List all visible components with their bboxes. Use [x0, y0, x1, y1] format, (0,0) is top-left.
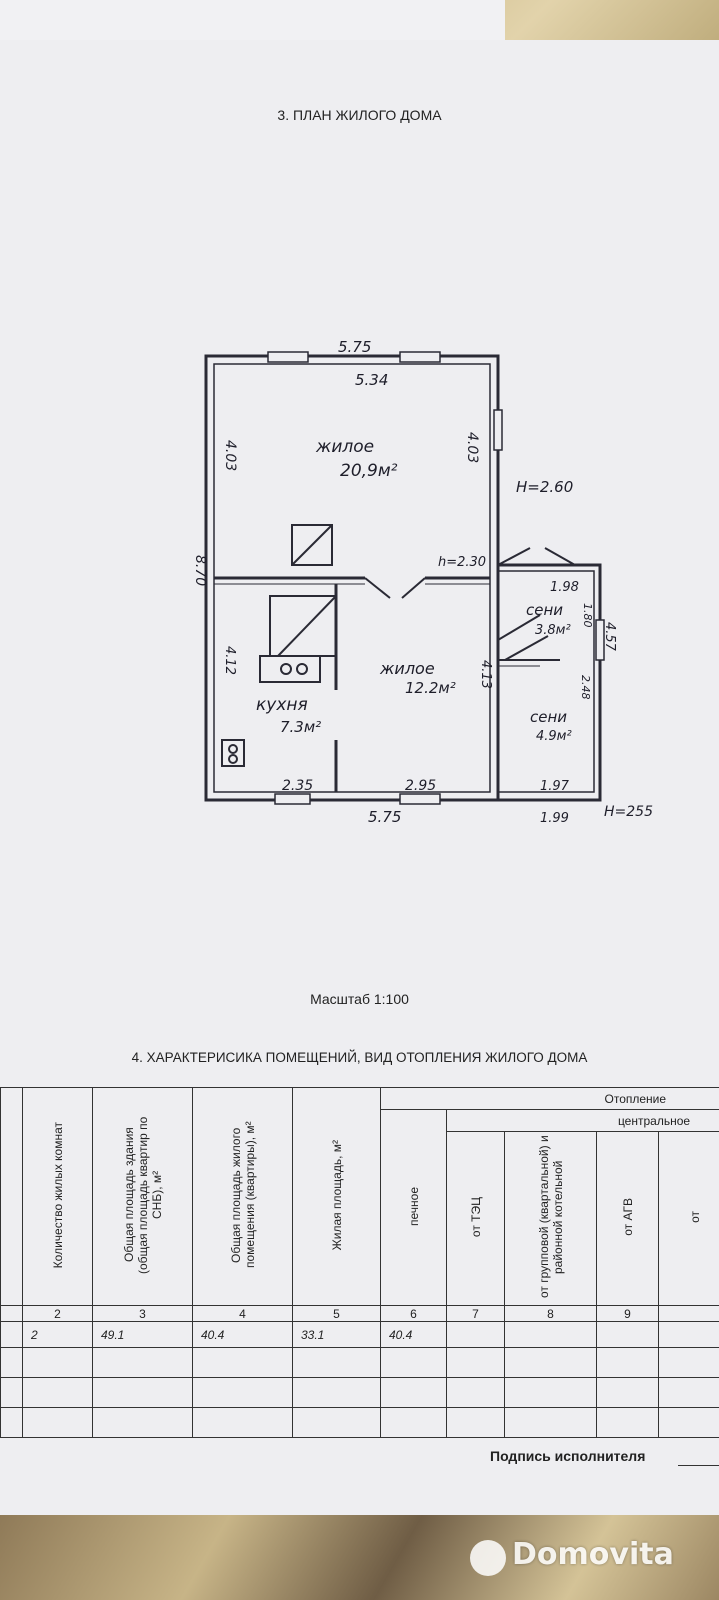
room-seni2-name: сени: [530, 708, 567, 726]
signature-label: Подпись исполнителя: [490, 1448, 646, 1464]
col-number: 2: [22, 1305, 93, 1322]
height-main: H=2.60: [516, 478, 573, 496]
dim-bottom-kitchen: 2.35: [282, 778, 313, 794]
col-header-agv: от АГВ: [596, 1131, 659, 1306]
dim-left-upper: 4.03: [222, 440, 238, 471]
cell-stove: 40.4: [380, 1321, 447, 1348]
dim-right-upper: 4.03: [464, 432, 480, 463]
dim-bottom-seni-inner: 1.97: [540, 779, 570, 794]
characteristics-table: Количество жилых комнат Общая площадь зд…: [0, 1087, 719, 1438]
dim-seni2-height: 2.48: [579, 675, 592, 700]
section-3-title: 3. ПЛАН ЖИЛОГО ДОМА: [277, 107, 442, 123]
dim-top-outer: 5.75: [338, 338, 371, 356]
dim-left-lower: 4.12: [222, 646, 237, 675]
dim-mid-lower: 4.13: [478, 660, 493, 689]
col-number: 8: [504, 1305, 597, 1322]
room-kitchen-name: кухня: [256, 695, 308, 715]
col-header-other: от: [657, 1131, 719, 1306]
room-living1-name: жилое: [315, 437, 374, 457]
room-living2-name: жилое: [379, 659, 435, 678]
col-header-rooms: Количество жилых комнат: [22, 1087, 93, 1306]
background-fabric-bottom: [0, 1515, 719, 1600]
dim-seni-width: 1.98: [550, 580, 579, 595]
room-seni1-name: сени: [526, 601, 563, 619]
col-number: 7: [446, 1305, 505, 1322]
watermark-text: Domovita: [512, 1537, 674, 1572]
dim-bottom-seni-outer: 1.99: [540, 811, 569, 826]
cell-total-dwelling: 40.4: [192, 1321, 293, 1348]
col-number: 4: [192, 1305, 293, 1322]
dim-top-inner: 5.34: [355, 371, 388, 389]
col-header-tec: от ТЭЦ: [446, 1131, 505, 1306]
signature-line: [678, 1465, 719, 1466]
floor-plan: 5.75 5.34 8.70 4.03 4.03 H=2.60 h=2.30 ж…: [192, 338, 653, 826]
table-left-edge: [0, 1087, 23, 1306]
col-header-stove: печное: [380, 1109, 447, 1306]
cell-rooms: 2: [22, 1321, 93, 1348]
section-4-title: 4. ХАРАКТЕРИСИКА ПОМЕЩЕНИЙ, ВИД ОТОПЛЕНИ…: [131, 1050, 588, 1065]
col-header-total-building: Общая площадь здания (общая площадь квар…: [92, 1087, 193, 1306]
cell-other: [657, 1321, 719, 1348]
room-seni1-area: 3.8м²: [535, 623, 571, 638]
central-header: центральное: [445, 1109, 719, 1132]
col-header-boiler: от групповой (квартальной) и районной ко…: [504, 1131, 597, 1306]
cell-boiler: [504, 1321, 597, 1348]
col-number: 3: [92, 1305, 193, 1322]
dim-bottom-living: 2.95: [405, 778, 436, 794]
cell-total-building: 49.1: [92, 1321, 193, 1348]
room-living1-area: 20,9м²: [340, 461, 398, 481]
cell-agv: [596, 1321, 659, 1348]
dim-seni-right: 4.57: [602, 622, 617, 652]
room-kitchen-area: 7.3м²: [280, 718, 321, 736]
room-seni2-area: 4.9м²: [536, 729, 572, 744]
col-number: [657, 1305, 719, 1322]
height-seni: H=255: [604, 804, 653, 820]
col-header-living-area: Жилая площадь, м²: [292, 1087, 381, 1306]
dim-bottom-outer: 5.75: [368, 808, 401, 826]
dim-seni1-height: 1.80: [581, 603, 594, 628]
heating-header: Отопление: [379, 1087, 719, 1110]
h-partition: h=2.30: [438, 555, 486, 570]
scale-label: Масштаб 1:100: [310, 991, 409, 1007]
col-number: 5: [292, 1305, 381, 1322]
room-living2-area: 12.2м²: [405, 679, 456, 697]
dim-left-total: 8.70: [192, 555, 208, 586]
paper-sheet-behind: [0, 0, 505, 42]
domovita-logo-icon: [470, 1540, 506, 1576]
col-number: 6: [380, 1305, 447, 1322]
cell-living-area: 33.1: [292, 1321, 381, 1348]
col-number: 9: [596, 1305, 659, 1322]
col-header-total-dwelling: Общая площадь жилого помещения (квартиры…: [192, 1087, 293, 1306]
cell-tec: [446, 1321, 505, 1348]
